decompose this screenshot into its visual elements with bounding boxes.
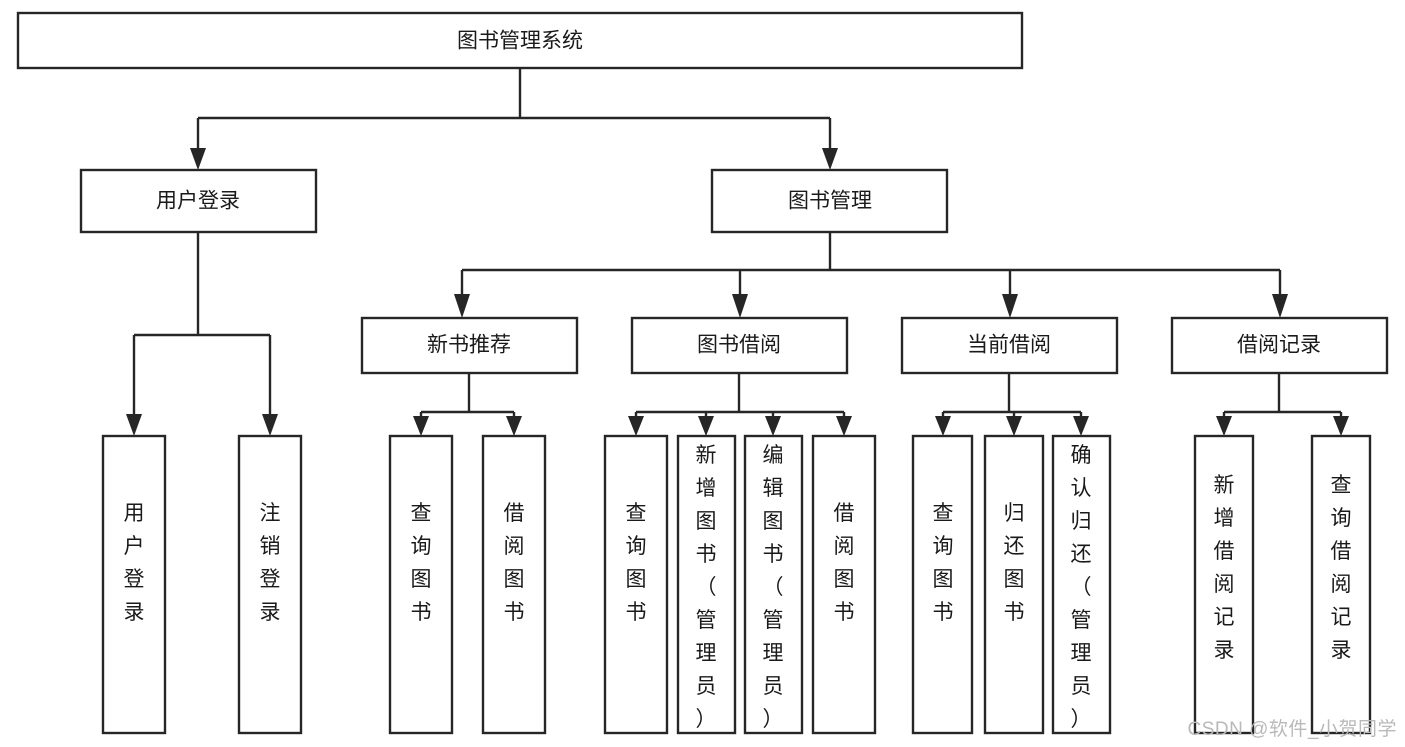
node-leaf12[interactable]: 新增借阅记录: [1193, 434, 1255, 735]
arrow-newbook-leaf4-icon: [506, 416, 522, 436]
node-newbook-label: 新书推荐: [427, 334, 511, 357]
node-leaf9-label: 查询图书: [933, 502, 954, 624]
node-leaf1-label: 用户登录: [124, 502, 145, 624]
node-leaf8-box[interactable]: [811, 434, 877, 735]
node-leaf10-label: 归还图书: [1004, 502, 1025, 624]
node-leaf11-label: 确认归还（管理员）: [1071, 444, 1092, 731]
node-leaf7-box[interactable]: [743, 434, 804, 735]
node-leaf10-box[interactable]: [983, 434, 1045, 735]
arrow-records-leaf12-icon: [1216, 416, 1232, 436]
node-leaf10[interactable]: 归还图书: [983, 434, 1045, 735]
node-root-box[interactable]: [16, 11, 1024, 70]
node-leaf11[interactable]: 确认归还（管理员）: [1051, 434, 1112, 735]
node-leaf5-label: 查询图书: [626, 502, 647, 624]
arrow-bookmgmt-newbook-icon: [454, 294, 470, 318]
node-leaf6[interactable]: 新增图书（管理员）: [676, 434, 737, 735]
arrow-root-to-bookmgmt-icon: [822, 148, 838, 170]
arrow-records-leaf13-icon: [1333, 416, 1349, 436]
node-leaf1-box[interactable]: [101, 434, 167, 735]
node-leaf5-box[interactable]: [603, 434, 669, 735]
node-bookmgmt-label: 图书管理: [788, 190, 872, 213]
node-leaf5[interactable]: 查询图书: [603, 434, 669, 735]
connector-group-records: [1216, 373, 1349, 436]
node-leaf7[interactable]: 编辑图书（管理员）: [743, 434, 804, 735]
node-borrow-label: 图书借阅: [697, 334, 781, 357]
node-borrow-box[interactable]: [630, 316, 849, 375]
node-leaf9[interactable]: 查询图书: [911, 434, 974, 735]
node-leaf2-label: 注销登录: [260, 502, 281, 624]
arrow-borrow-leaf5-icon: [628, 416, 644, 436]
arrow-borrow-leaf6-icon: [698, 416, 714, 436]
arrow-login-leaf2-icon: [262, 414, 278, 436]
node-leaf6-label: 新增图书（管理员）: [696, 444, 717, 731]
node-borrow[interactable]: 图书借阅: [630, 316, 849, 375]
arrow-current-leaf9-icon: [935, 416, 951, 436]
node-login[interactable]: 用户登录: [79, 168, 318, 234]
arrow-current-leaf11-icon: [1073, 416, 1089, 436]
connector-group-bookmgmt: [454, 232, 1288, 318]
node-leaf2-box[interactable]: [237, 434, 303, 735]
node-leaf4-box[interactable]: [481, 434, 547, 735]
node-bookmgmt-box[interactable]: [710, 168, 949, 234]
connector-group-login: [126, 232, 278, 436]
node-leaf2[interactable]: 注销登录: [237, 434, 303, 735]
arrow-newbook-leaf3-icon: [413, 416, 429, 436]
connector-group-newbook: [413, 373, 522, 436]
node-records[interactable]: 借阅记录: [1170, 316, 1389, 375]
node-leaf12-box[interactable]: [1193, 434, 1255, 735]
node-newbook-box[interactable]: [360, 316, 579, 375]
node-leaf8[interactable]: 借阅图书: [811, 434, 877, 735]
arrow-borrow-leaf8-icon: [836, 416, 852, 436]
node-leaf9-box[interactable]: [911, 434, 974, 735]
node-leaf13-box[interactable]: [1310, 434, 1372, 735]
connector-group-root: [190, 68, 838, 170]
node-leaf3[interactable]: 查询图书: [388, 434, 454, 735]
arrow-login-leaf1-icon: [126, 414, 142, 436]
node-bookmgmt[interactable]: 图书管理: [710, 168, 949, 234]
arrow-bookmgmt-borrow-icon: [732, 294, 748, 318]
node-leaf11-box[interactable]: [1051, 434, 1112, 735]
node-login-label: 用户登录: [156, 190, 240, 213]
connector-group-borrow: [628, 373, 852, 436]
node-records-label: 借阅记录: [1237, 334, 1321, 357]
arrow-bookmgmt-records-icon: [1272, 294, 1288, 318]
node-newbook[interactable]: 新书推荐: [360, 316, 579, 375]
node-leaf7-label: 编辑图书（管理员）: [763, 444, 784, 731]
node-leaf4-label: 借阅图书: [504, 502, 525, 624]
node-leaf1[interactable]: 用户登录: [101, 434, 167, 735]
arrow-current-leaf10-icon: [1006, 416, 1022, 436]
node-leaf12-label: 新增借阅记录: [1214, 474, 1235, 662]
node-leaf3-label: 查询图书: [411, 502, 432, 624]
arrow-borrow-leaf7-icon: [765, 416, 781, 436]
arrow-root-to-login-icon: [190, 148, 206, 170]
node-root-label: 图书管理系统: [457, 30, 583, 53]
node-leaf8-label: 借阅图书: [834, 502, 855, 624]
arrow-bookmgmt-current-icon: [1002, 294, 1018, 318]
node-leaf13-label: 查询借阅记录: [1331, 474, 1352, 662]
node-leaf13[interactable]: 查询借阅记录: [1310, 434, 1372, 735]
node-login-box[interactable]: [79, 168, 318, 234]
node-leaf3-box[interactable]: [388, 434, 454, 735]
node-leaf6-box[interactable]: [676, 434, 737, 735]
node-leaf4[interactable]: 借阅图书: [481, 434, 547, 735]
node-records-box[interactable]: [1170, 316, 1389, 375]
node-current[interactable]: 当前借阅: [900, 316, 1119, 375]
node-root[interactable]: 图书管理系统: [16, 11, 1024, 70]
connector-group-current: [935, 373, 1089, 436]
node-current-box[interactable]: [900, 316, 1119, 375]
node-current-label: 当前借阅: [967, 334, 1051, 357]
